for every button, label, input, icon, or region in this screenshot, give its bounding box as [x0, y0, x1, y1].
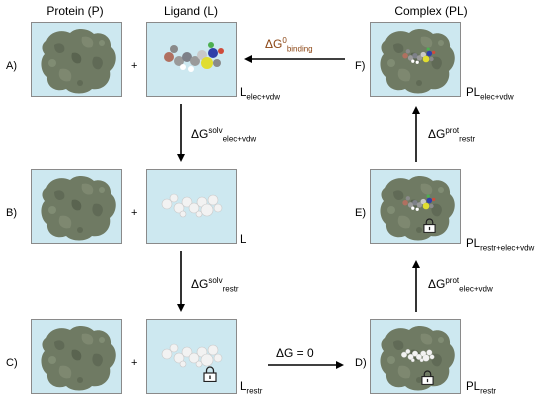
- row-label-d: D): [355, 357, 367, 369]
- header-ligand: Ligand (L): [163, 4, 219, 18]
- ligand-panel-a: [146, 22, 237, 97]
- protein-panel-b: [31, 169, 122, 244]
- dg-binding: ΔG0binding: [265, 36, 313, 54]
- complex-panel-e: [370, 169, 461, 244]
- header-protein: Protein (P): [46, 4, 104, 18]
- dg-zero: ΔG = 0: [276, 346, 314, 360]
- complex-panel-d: [370, 319, 461, 394]
- row-label-b: B): [6, 207, 17, 219]
- complex-panel-f: [370, 22, 461, 97]
- state-ligand: L: [240, 234, 247, 246]
- state-ligand-restr: Lrestr: [240, 381, 263, 396]
- row-label-f: F): [355, 60, 366, 72]
- dg-solv-restr: ΔGsolvrestr: [191, 276, 239, 294]
- protein-panel-a: [31, 22, 122, 97]
- dg-prot-elec-vdw: ΔGprotelec+vdw: [428, 276, 493, 294]
- row-label-c: C): [6, 357, 18, 369]
- state-complex-elec-vdw: PLelec+vdw: [466, 87, 514, 102]
- protein-panel-c: [31, 319, 122, 394]
- ligand-panel-b: [146, 169, 237, 244]
- state-complex-restr-elec-vdw: PLrestr+elec+vdw: [466, 238, 535, 253]
- ligand-panel-c: [146, 319, 237, 394]
- state-ligand-elec-vdw: Lelec+vdw: [240, 87, 280, 102]
- state-complex-restr: PLrestr: [466, 381, 497, 396]
- row-label-a: A): [6, 60, 17, 72]
- dg-prot-restr: ΔGprotrestr: [428, 126, 476, 144]
- plus-sign-c: +: [131, 357, 138, 369]
- plus-sign-a: +: [131, 60, 138, 72]
- plus-sign-b: +: [131, 207, 138, 219]
- dg-solv-elec-vdw: ΔGsolvelec+vdw: [191, 126, 257, 144]
- row-label-e: E): [355, 207, 366, 219]
- header-complex: Complex (PL): [394, 4, 468, 18]
